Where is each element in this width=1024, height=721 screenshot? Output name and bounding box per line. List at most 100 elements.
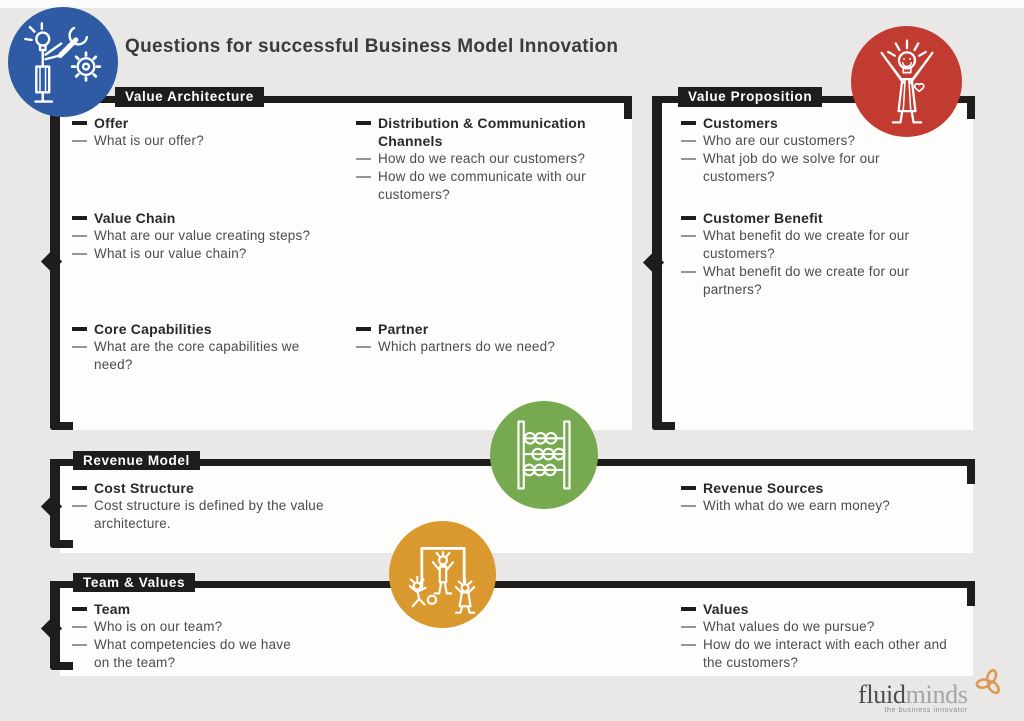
- question-row: What benefit do we create for our partne…: [681, 263, 949, 299]
- logo-word-secondary: minds: [905, 680, 968, 709]
- heading-dash-icon: [72, 607, 87, 611]
- robot-wrench-gear-icon: [24, 22, 102, 103]
- abacus-icon: [517, 420, 571, 490]
- question-dash-icon: [681, 626, 696, 628]
- heading-row: Customers: [681, 114, 945, 132]
- question-text: What competencies do we have on the team…: [94, 637, 291, 670]
- section-label: Value Proposition: [678, 87, 823, 107]
- group-heading: Offer: [94, 115, 129, 131]
- question-text: How do we reach our customers?: [378, 151, 586, 166]
- question-dash-icon: [72, 626, 87, 628]
- heading-dash-icon: [681, 121, 696, 125]
- heading-row: Customer Benefit: [681, 209, 949, 227]
- value-proposition-right-flange: [967, 96, 975, 119]
- revenue-model-right-flange: [967, 459, 975, 484]
- page-title: Questions for successful Business Model …: [125, 36, 619, 57]
- question-text: With what do we earn money?: [703, 498, 890, 513]
- heading-row: Value Chain: [72, 209, 354, 227]
- question-row: Who are our customers?: [681, 132, 945, 150]
- group-values: Values What values do we pursue? How do …: [681, 600, 949, 672]
- question-row: What are the core capabilities we need?: [72, 338, 312, 374]
- question-row: How do we interact with each other and t…: [681, 636, 949, 672]
- logo-word-primary: fluid: [858, 680, 906, 709]
- question-text: How do we communicate with our customers…: [378, 169, 586, 202]
- question-row: What values do we pursue?: [681, 618, 949, 636]
- group-value-chain: Value Chain What are our value creating …: [72, 209, 354, 263]
- question-row: Who is on our team?: [72, 618, 302, 636]
- heading-row: Distribution & Communication Channels: [356, 114, 606, 150]
- group-cost-structure: Cost Structure Cost structure is defined…: [72, 479, 330, 533]
- team-values-right-flange: [967, 581, 975, 606]
- question-row: How do we communicate with our customers…: [356, 168, 606, 204]
- question-dash-icon: [72, 140, 87, 142]
- heading-dash-icon: [356, 121, 371, 125]
- question-dash-icon: [681, 158, 696, 160]
- heading-row: Revenue Sources: [681, 479, 961, 497]
- question-text: What benefit do we create for our custom…: [703, 228, 910, 261]
- group-heading: Revenue Sources: [703, 480, 824, 496]
- question-row: Which partners do we need?: [356, 338, 606, 356]
- question-text: What is our value chain?: [94, 246, 247, 261]
- value-proposition-brace-foot: [652, 422, 675, 430]
- revenue-model-brace-foot: [50, 540, 73, 548]
- question-row: What job do we solve for our customers?: [681, 150, 945, 186]
- question-row: What competencies do we have on the team…: [72, 636, 302, 672]
- team-values-top-bar: [50, 581, 975, 588]
- section-label: Revenue Model: [73, 451, 200, 470]
- heading-row: Values: [681, 600, 949, 618]
- group-distribution-channels: Distribution & Communication Channels Ho…: [356, 114, 606, 204]
- heading-dash-icon: [681, 216, 696, 220]
- group-heading: Core Capabilities: [94, 321, 212, 337]
- team-play-icon: [408, 546, 475, 614]
- question-dash-icon: [356, 158, 371, 160]
- section-label: Value Architecture: [115, 87, 264, 107]
- person-lightbulb-heart-icon: [879, 39, 934, 124]
- question-text: What benefit do we create for our partne…: [703, 264, 910, 297]
- question-text: What values do we pursue?: [703, 619, 875, 634]
- question-row: What benefit do we create for our custom…: [681, 227, 949, 263]
- revenue-model-badge: [490, 401, 598, 509]
- group-heading: Partner: [378, 321, 429, 337]
- heading-row: Team: [72, 600, 302, 618]
- question-dash-icon: [356, 346, 371, 348]
- heading-dash-icon: [681, 486, 696, 490]
- group-customer-benefit: Customer Benefit What benefit do we crea…: [681, 209, 949, 299]
- question-text: Who is on our team?: [94, 619, 223, 634]
- question-dash-icon: [356, 176, 371, 178]
- question-text: What are the core capabilities we need?: [94, 339, 300, 372]
- value-architecture-panel: [60, 103, 632, 430]
- question-row: What is our value chain?: [72, 245, 354, 263]
- heading-dash-icon: [681, 607, 696, 611]
- team-values-badge: [389, 521, 496, 628]
- question-row: Cost structure is defined by the value a…: [72, 497, 330, 533]
- section-label: Team & Values: [73, 573, 196, 592]
- heading-dash-icon: [356, 327, 371, 331]
- question-dash-icon: [72, 235, 87, 237]
- value-proposition-panel: [662, 103, 973, 430]
- value-architecture-right-flange: [624, 96, 632, 119]
- question-text: Who are our customers?: [703, 133, 856, 148]
- question-dash-icon: [72, 346, 87, 348]
- heading-row: Partner: [356, 320, 606, 338]
- question-dash-icon: [72, 644, 87, 646]
- question-row: With what do we earn money?: [681, 497, 961, 515]
- clover-icon: [975, 669, 1001, 695]
- group-core-capabilities: Core Capabilities What are the core capa…: [72, 320, 312, 374]
- group-heading: Distribution & Communication Channels: [378, 115, 586, 149]
- question-row: How do we reach our customers?: [356, 150, 606, 168]
- group-customers: Customers Who are our customers? What jo…: [681, 114, 945, 186]
- value-proposition-badge: [851, 26, 962, 137]
- value-architecture-badge: [8, 7, 118, 117]
- group-heading: Team: [94, 601, 131, 617]
- value-architecture-top-bar: [50, 96, 632, 103]
- question-dash-icon: [681, 235, 696, 237]
- question-text: What are our value creating steps?: [94, 228, 311, 243]
- question-dash-icon: [72, 505, 87, 507]
- top-margin-strip: [0, 0, 1024, 8]
- question-dash-icon: [681, 505, 696, 507]
- question-row: What are our value creating steps?: [72, 227, 354, 245]
- question-text: Which partners do we need?: [378, 339, 556, 354]
- team-values-brace-foot: [50, 662, 73, 670]
- value-architecture-brace-foot: [50, 422, 73, 430]
